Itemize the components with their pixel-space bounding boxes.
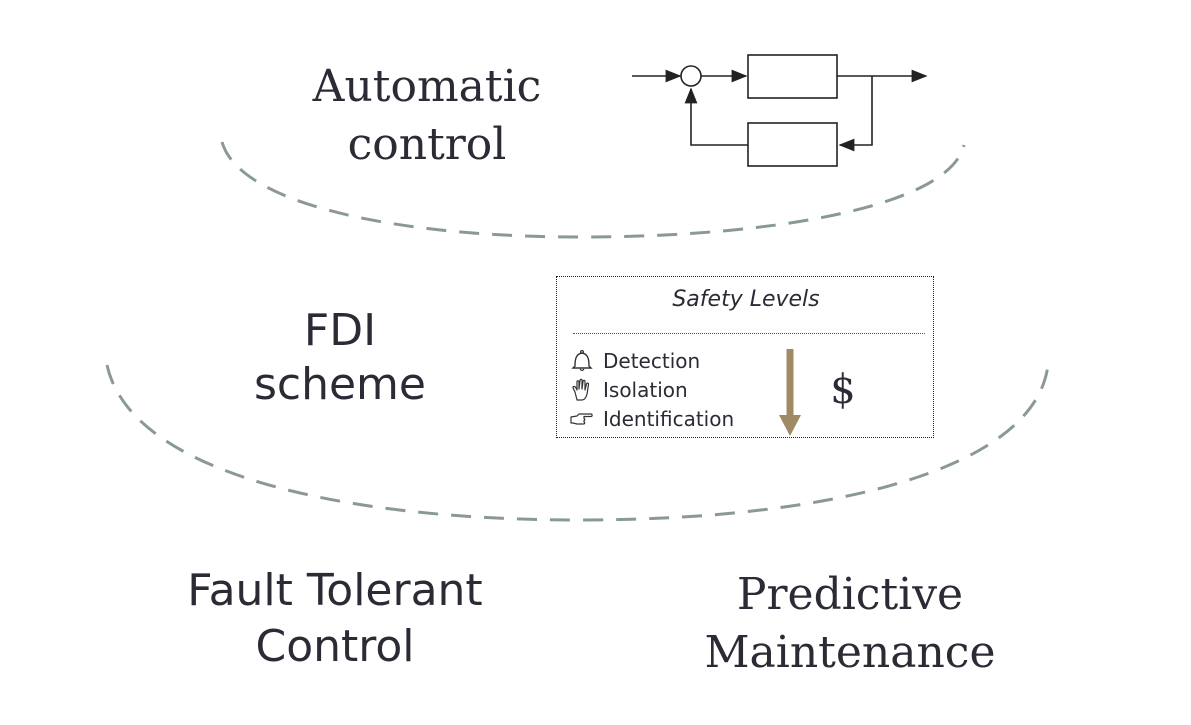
fault-tolerant-control-line2: Control [255, 621, 415, 672]
fdi-scheme-line2: scheme [253, 359, 426, 410]
cost-symbol: $ [830, 367, 856, 413]
fdi-scheme-label: FDI scheme [220, 304, 460, 412]
automatic-control-label: Automatic control [292, 58, 562, 174]
upper-dashed-arc [220, 141, 966, 239]
predictive-maintenance-label: Predictive Maintenance [680, 566, 1020, 682]
safety-level-label: Detection [603, 349, 701, 373]
safety-levels-panel: Safety Levels Detection Isolation [556, 276, 934, 438]
safety-levels-title: Safety Levels [672, 287, 820, 312]
bell-icon [569, 349, 597, 373]
predictive-maintenance-line1: Predictive [736, 569, 964, 620]
plant-block [747, 54, 838, 99]
safety-level-identification: Identification [569, 405, 734, 433]
summing-junction [680, 65, 702, 87]
feedback-block [747, 122, 838, 167]
safety-level-isolation: Isolation [569, 376, 688, 404]
increasing-cost-arrow [779, 349, 801, 436]
pointing-hand-icon [569, 407, 597, 431]
fdi-scheme-line1: FDI [303, 305, 377, 356]
predictive-maintenance-line2: Maintenance [704, 627, 996, 678]
lower-dashed-arc [105, 364, 1050, 522]
control-loop-diagram [632, 54, 928, 167]
safety-level-detection: Detection [569, 347, 700, 375]
safety-level-label: Identification [603, 407, 735, 431]
automatic-control-line2: control [347, 119, 507, 170]
safety-levels-divider [573, 333, 925, 334]
automatic-control-line1: Automatic [312, 61, 542, 112]
safety-level-label: Isolation [603, 378, 688, 402]
fault-tolerant-control-line1: Fault Tolerant [187, 565, 483, 616]
hand-icon [569, 378, 597, 402]
fault-tolerant-control-label: Fault Tolerant Control [160, 563, 510, 675]
